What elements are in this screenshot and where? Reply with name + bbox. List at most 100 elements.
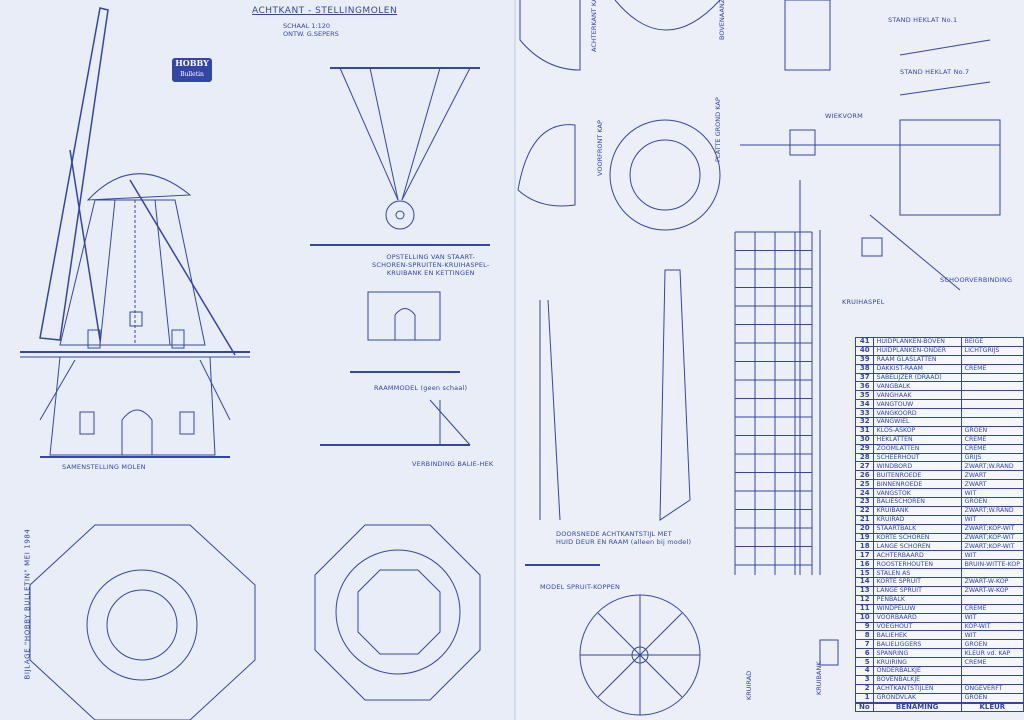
- part-name: BUITENROEDE: [872, 470, 962, 481]
- part-number: 20: [855, 523, 874, 534]
- part-color: [960, 381, 1024, 392]
- part-number: 24: [855, 488, 874, 499]
- part-color: ZWART;W.RAND: [960, 461, 1024, 472]
- part-color: [960, 568, 1024, 579]
- floor-plan-views: [29, 524, 481, 720]
- part-number: 26: [855, 470, 874, 481]
- caption-achterkant: ACHTERKANT KAP: [590, 0, 598, 52]
- part-number: 25: [855, 479, 874, 490]
- part-name: WINDBORD: [872, 461, 962, 472]
- sail-lattice: [734, 180, 821, 575]
- part-name: PENBALK: [872, 594, 962, 605]
- part-color: WIT: [960, 514, 1024, 525]
- part-color: ZWART;KOP-WIT: [960, 532, 1024, 543]
- part-color: [960, 354, 1024, 365]
- part-name: KRUIRING: [872, 657, 962, 667]
- caption-wiekvorm: WIEKVORM: [825, 112, 863, 120]
- caption-bovenaanzicht: BOVENAANZICHT: [718, 0, 726, 40]
- caption-kruihaspel: KRUIHASPEL: [842, 298, 885, 306]
- part-color: ZWART-W-KOP: [960, 585, 1024, 596]
- part-color: ZWART: [960, 479, 1024, 490]
- windmill-assembly: [20, 7, 250, 458]
- part-name: ROOSTERHOUTEN: [872, 559, 962, 570]
- part-number: 28: [855, 452, 874, 463]
- part-name: SABELIJZER (DRAAD): [872, 372, 962, 383]
- part-name: KORTE SCHOREN: [872, 532, 962, 543]
- kruirad-wheel: [579, 594, 839, 716]
- part-number: 35: [855, 390, 874, 401]
- part-name: RAAM GLASLATTEN: [872, 354, 962, 365]
- part-color: [960, 399, 1024, 410]
- logo-line1: HOBBY: [175, 58, 209, 68]
- part-color: BRUIN-WITTE-KOP: [960, 559, 1024, 570]
- part-color: GROEN: [960, 497, 1024, 507]
- part-number: 12: [855, 594, 874, 605]
- scale-text: SCHAAL 1:120: [283, 22, 331, 30]
- part-number: 6: [855, 648, 874, 659]
- part-name: VOORBAARD: [872, 612, 962, 623]
- part-name: DAKKIST-RAAM: [872, 363, 962, 374]
- caption-window: RAAMMODEL (geen schaal): [374, 384, 468, 392]
- part-name: STAARTBALK: [872, 523, 962, 534]
- part-name: HEKLATTEN: [872, 434, 962, 445]
- part-number: 27: [855, 461, 874, 472]
- part-color: WIT: [960, 488, 1024, 499]
- part-number: 17: [855, 550, 874, 561]
- part-name: VANGTOUW: [872, 399, 962, 410]
- part-color: GRIJS: [960, 452, 1024, 463]
- header-cell: No: [855, 701, 874, 713]
- part-color: [960, 594, 1024, 605]
- part-number: 7: [855, 639, 874, 650]
- part-color: GROEN: [960, 692, 1024, 704]
- drawing-title: ACHTKANT - STELLINGMOLEN: [252, 6, 398, 16]
- wing-shape: [740, 39, 1001, 291]
- part-number: 3: [855, 674, 874, 685]
- part-color: [960, 417, 1024, 427]
- supplement-note: BIJLAGE "HOBBY BULLETIN" MEI 1984: [23, 528, 32, 680]
- cap-views: [517, 0, 831, 231]
- part-number: 34: [855, 399, 874, 410]
- part-number: 23: [855, 497, 874, 507]
- part-color: CREME: [960, 434, 1024, 445]
- part-color: ZWART: [960, 470, 1024, 481]
- part-number: 29: [855, 443, 874, 454]
- part-name: ZOOMLATTEN: [872, 443, 962, 454]
- part-number: 2: [855, 683, 874, 694]
- caption-sprout: MODEL SPRUIT-KOPPEN: [540, 583, 621, 591]
- part-color: ZWART;KOP-WIT: [960, 541, 1024, 552]
- designer-text: ONTW. G.SEPERS: [283, 30, 339, 38]
- part-color: BEIGE: [960, 337, 1024, 347]
- part-color: [960, 372, 1024, 383]
- part-number: 11: [855, 603, 874, 614]
- part-number: 18: [855, 541, 874, 552]
- part-name: BALIESCHOREN: [872, 497, 962, 507]
- part-color: WIT: [960, 550, 1024, 561]
- part-number: 15: [855, 568, 874, 579]
- part-number: 39: [855, 354, 874, 365]
- caption-section: DOORSNEDE ACHTKANTSTIJL MET HUID DEUR EN…: [556, 530, 692, 546]
- part-name: VANGSTOK: [872, 488, 962, 499]
- part-color: ONGEVERFT: [960, 683, 1024, 694]
- part-name: LANGE SPRUIT: [872, 585, 962, 596]
- part-color: ZWART;W.RAND: [960, 505, 1024, 516]
- part-name: WINDPELUW: [872, 603, 962, 614]
